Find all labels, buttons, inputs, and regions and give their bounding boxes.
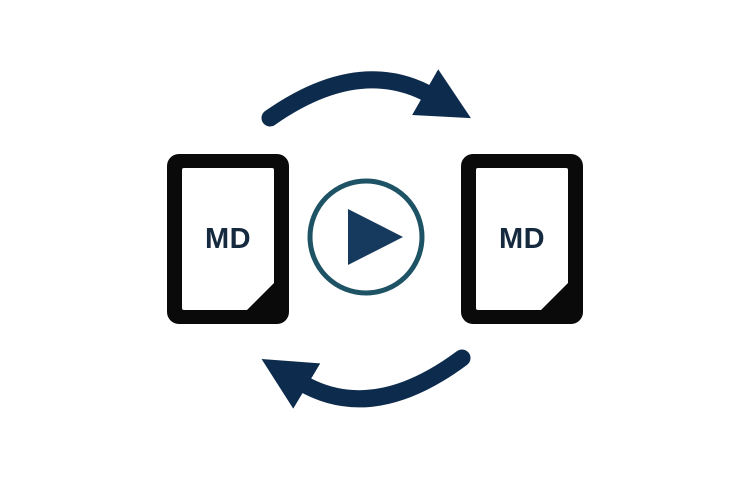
markdown-file-left: MD xyxy=(167,154,289,324)
markdown-file-right: MD xyxy=(461,154,583,324)
file-page: MD xyxy=(476,168,568,310)
curved-arrow-left-icon xyxy=(261,349,471,409)
file-label: MD xyxy=(204,222,252,255)
play-ring-icon xyxy=(307,178,425,296)
file-label: MD xyxy=(498,222,546,255)
play-icon xyxy=(348,209,403,265)
file-page: MD xyxy=(182,168,274,310)
curved-arrow-right-icon xyxy=(261,69,471,127)
play-button[interactable] xyxy=(307,178,425,296)
